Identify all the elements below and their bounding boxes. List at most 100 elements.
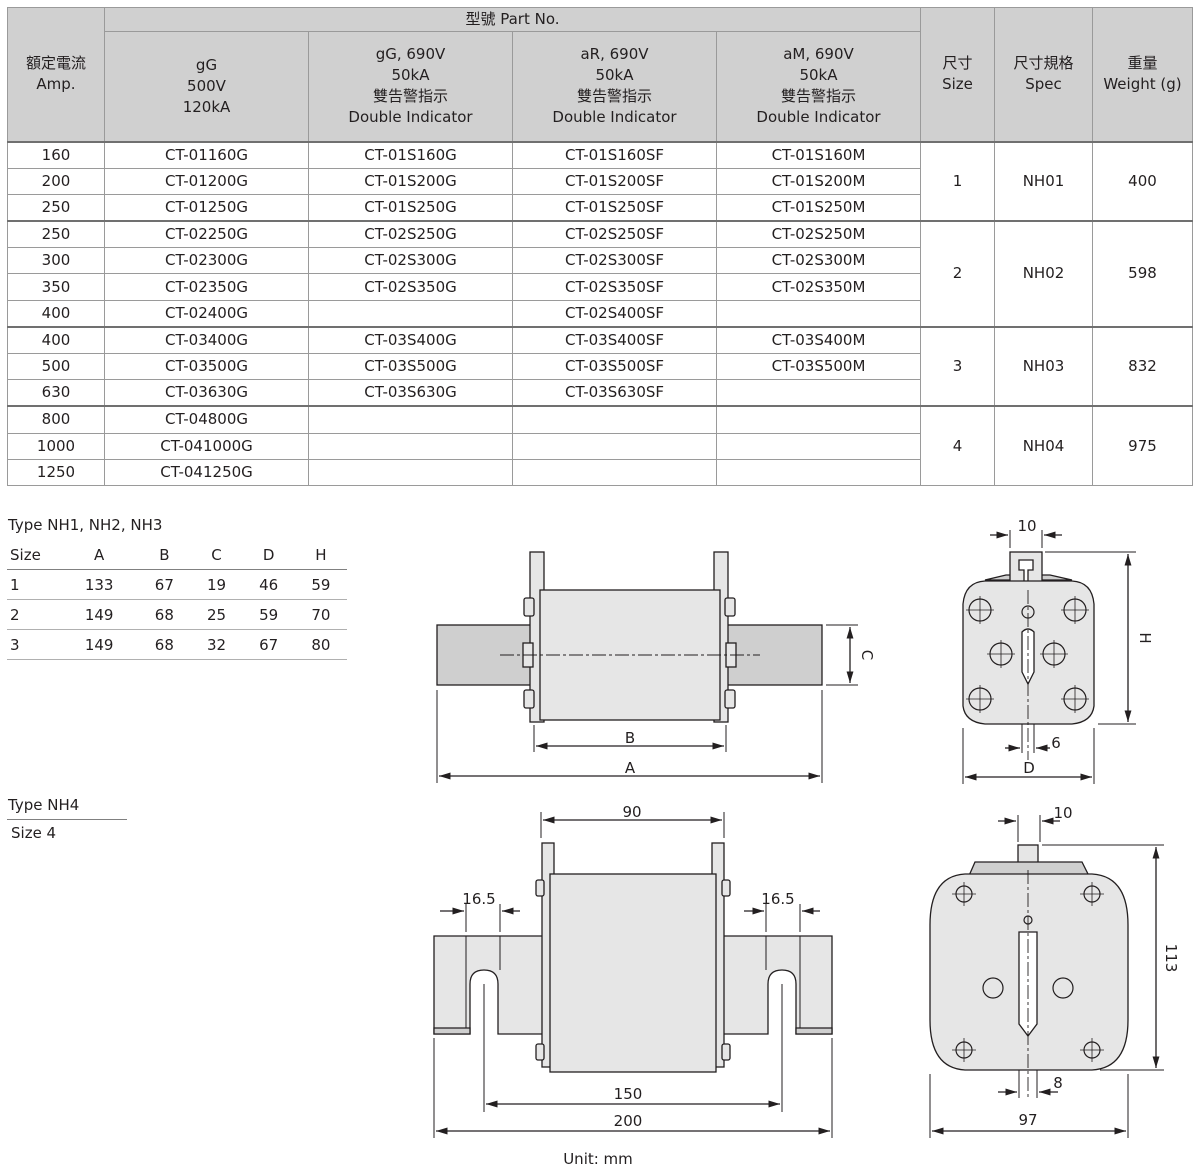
cell-spec: NH04 <box>994 405 1093 487</box>
dim-label-a: A <box>625 759 636 777</box>
cell-gg690 <box>308 458 513 487</box>
cell-weight: 975 <box>1092 405 1193 487</box>
dim-cell: 1 <box>7 569 60 600</box>
cell-weight: 832 <box>1092 325 1193 407</box>
dim-cell: 32 <box>190 629 243 660</box>
dim-label-16-5-right: 16.5 <box>761 890 794 908</box>
cell-am <box>716 432 921 460</box>
cell-am: CT-01S250M <box>716 193 921 222</box>
dim-cell: 133 <box>60 569 139 600</box>
dim-label-h: H <box>1136 632 1154 643</box>
cell-gg: CT-03630G <box>104 379 309 407</box>
cell-ar: CT-03S400SF <box>512 325 717 354</box>
cell-ar: CT-01S160SF <box>512 140 717 169</box>
cell-amp: 400 <box>7 325 105 354</box>
cell-size: 3 <box>920 325 995 407</box>
cell-spec: NH03 <box>994 325 1093 407</box>
cell-amp: 350 <box>7 273 105 301</box>
dim-cell: 59 <box>294 569 347 600</box>
nh4-divider <box>7 819 127 820</box>
dim-label-b: B <box>625 729 635 747</box>
cell-ar: CT-02S300SF <box>512 247 717 275</box>
cell-am <box>716 405 921 434</box>
cell-gg: CT-03500G <box>104 352 309 381</box>
dim-cell: 46 <box>242 569 295 600</box>
dim-label-nh4-10: 10 <box>1053 804 1072 822</box>
unit-label: Unit: mm <box>563 1150 633 1168</box>
cell-amp: 250 <box>7 193 105 222</box>
cell-amp: 160 <box>7 140 105 169</box>
cell-gg690: CT-02S350G <box>308 273 513 301</box>
cell-ar <box>512 432 717 460</box>
cell-ar: CT-02S350SF <box>512 273 717 301</box>
cell-ar: CT-03S630SF <box>512 379 717 407</box>
dim-label-d: D <box>1023 759 1035 777</box>
dim-col-header: D <box>242 540 295 570</box>
cell-gg690: CT-01S200G <box>308 167 513 195</box>
nh4-side-view: 90 16.5 16.5 150 200 <box>433 803 833 1138</box>
cell-am: CT-01S160M <box>716 140 921 169</box>
cell-am <box>716 458 921 487</box>
dim-cell: 59 <box>242 599 295 630</box>
cell-ar: CT-01S200SF <box>512 167 717 195</box>
dim-cell: 149 <box>60 629 139 660</box>
cell-am: CT-02S250M <box>716 220 921 249</box>
dim-cell: 19 <box>190 569 243 600</box>
dim-cell: 149 <box>60 599 139 630</box>
cell-size: 4 <box>920 405 995 487</box>
cell-amp: 1250 <box>7 458 105 487</box>
cell-gg: CT-041000G <box>104 432 309 460</box>
dim-col-header: Size <box>7 540 60 570</box>
dim-col-header: B <box>138 540 191 570</box>
cell-weight: 598 <box>1092 220 1193 328</box>
dim-cell: 80 <box>294 629 347 660</box>
dim-label-8: 8 <box>1053 1074 1063 1092</box>
dim-label-150: 150 <box>614 1085 643 1103</box>
cell-ar <box>512 458 717 487</box>
nh123-end-view: 10 H 6 D <box>962 517 1154 784</box>
dim-cell: 2 <box>7 599 60 630</box>
cell-gg: CT-02300G <box>104 247 309 275</box>
dim-cell: 67 <box>138 569 191 600</box>
cell-ar: CT-02S400SF <box>512 299 717 328</box>
dim-label-c: C <box>858 650 876 660</box>
dim-label-6: 6 <box>1051 734 1061 752</box>
cell-gg690: CT-03S500G <box>308 352 513 381</box>
cell-am: CT-03S400M <box>716 325 921 354</box>
cell-ar: CT-02S250SF <box>512 220 717 249</box>
dim-col-header: A <box>60 540 139 570</box>
dim-cell: 3 <box>7 629 60 660</box>
cell-weight: 400 <box>1092 140 1193 222</box>
dim-col-header: H <box>294 540 347 570</box>
dim-label-200: 200 <box>614 1112 643 1130</box>
cell-gg: CT-02400G <box>104 299 309 328</box>
cell-gg: CT-01160G <box>104 140 309 169</box>
cell-gg: CT-04800G <box>104 405 309 434</box>
dim-label-top-10: 10 <box>1017 517 1036 535</box>
nh123-side-view: B A C <box>436 551 876 783</box>
